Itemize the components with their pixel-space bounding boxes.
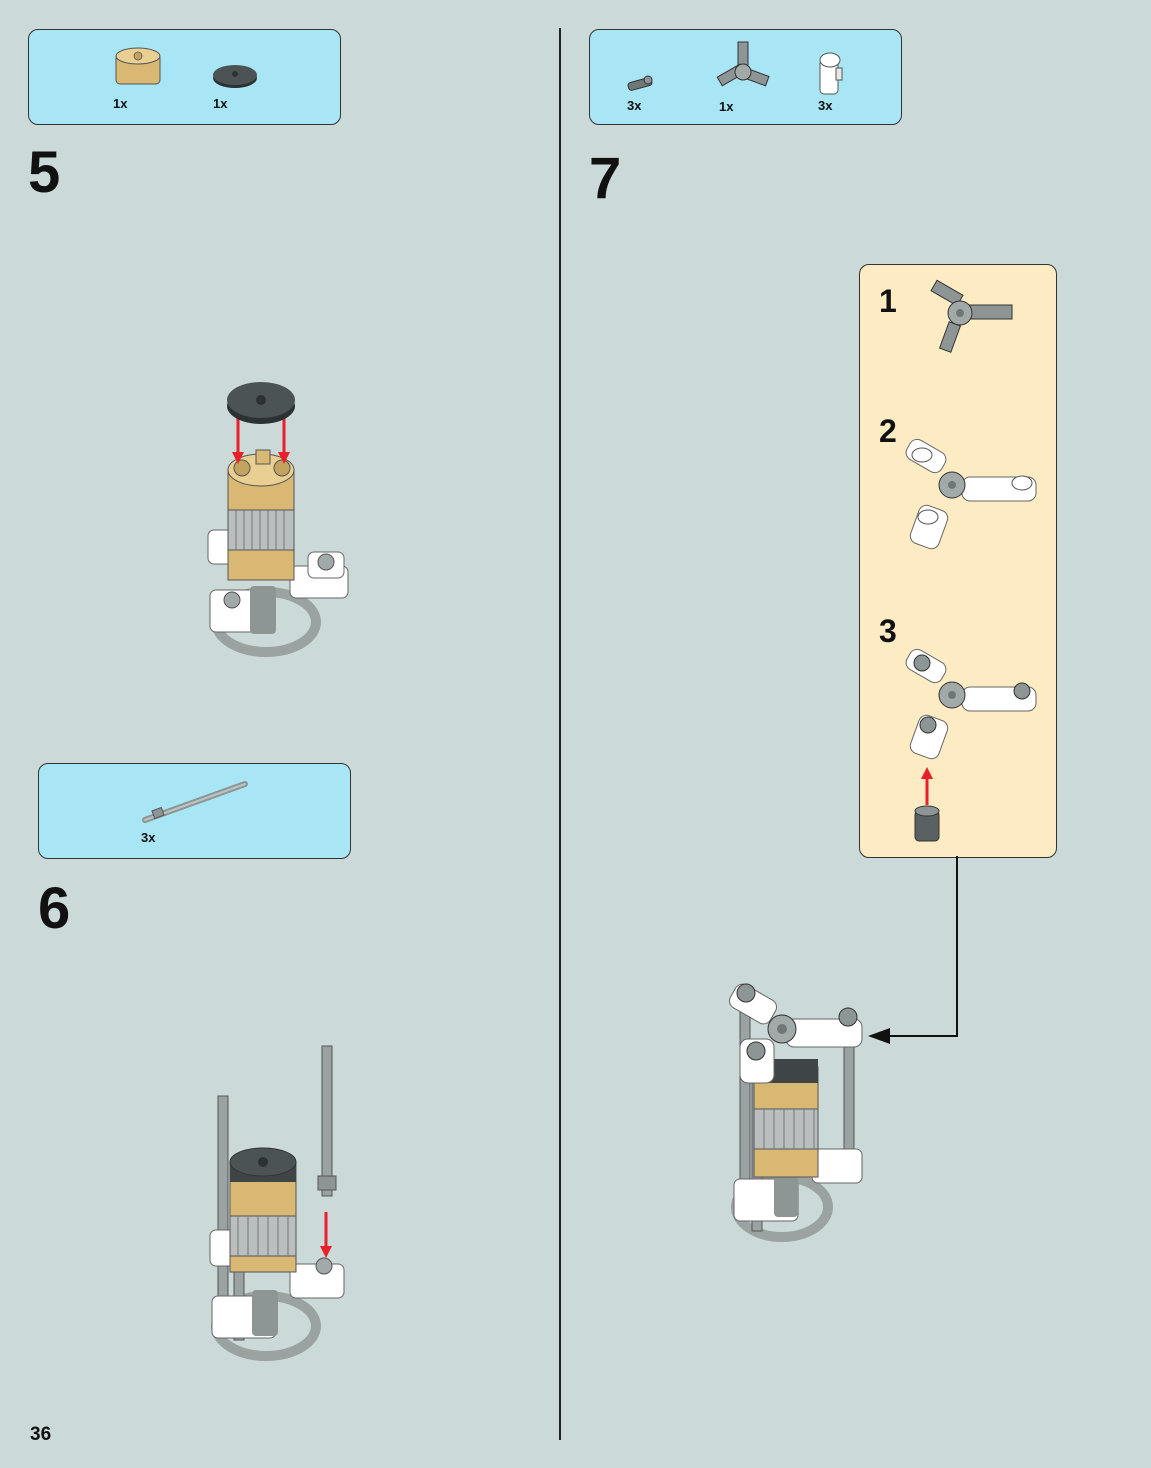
step-number: 5	[28, 140, 61, 205]
substep-2-illustration	[905, 438, 1037, 550]
dark-round-tile-icon	[213, 65, 257, 88]
step-5-parts-box: 1x 1x	[28, 29, 341, 125]
gray-hub-connector-icon	[716, 41, 770, 87]
sub-assembly-callout: 1 2 3	[859, 264, 1057, 858]
substep-1-illustration	[930, 279, 1013, 353]
step-6-parts-box: 3x	[38, 763, 351, 859]
step-6-assembly-illustration	[209, 1045, 345, 1361]
substep-number: 1	[879, 283, 897, 319]
page-number: 36	[30, 1424, 52, 1445]
column-divider	[559, 28, 561, 1440]
step-7-parts-box: 3x 1x 3x	[589, 29, 902, 125]
step-7-assembly-illustration	[729, 983, 863, 1242]
substep-3-illustration	[905, 648, 1037, 842]
step-5-assembly-illustration	[207, 382, 349, 657]
part-qty: 3x	[141, 830, 156, 845]
white-clip-icon	[819, 52, 843, 95]
part-qty: 3x	[818, 98, 833, 113]
step-number: 7	[589, 146, 622, 211]
tan-round-brick-icon	[115, 47, 161, 85]
part-qty: 1x	[719, 99, 734, 114]
substep-number: 3	[879, 613, 897, 649]
step-number: 6	[38, 876, 71, 941]
callout-connector-arrow	[868, 856, 958, 1044]
part-qty: 3x	[627, 98, 642, 113]
part-qty: 1x	[213, 96, 228, 111]
gray-bar-icon	[142, 781, 248, 823]
substep-number: 2	[879, 413, 897, 449]
gray-pin-icon	[627, 75, 653, 91]
part-qty: 1x	[113, 96, 128, 111]
